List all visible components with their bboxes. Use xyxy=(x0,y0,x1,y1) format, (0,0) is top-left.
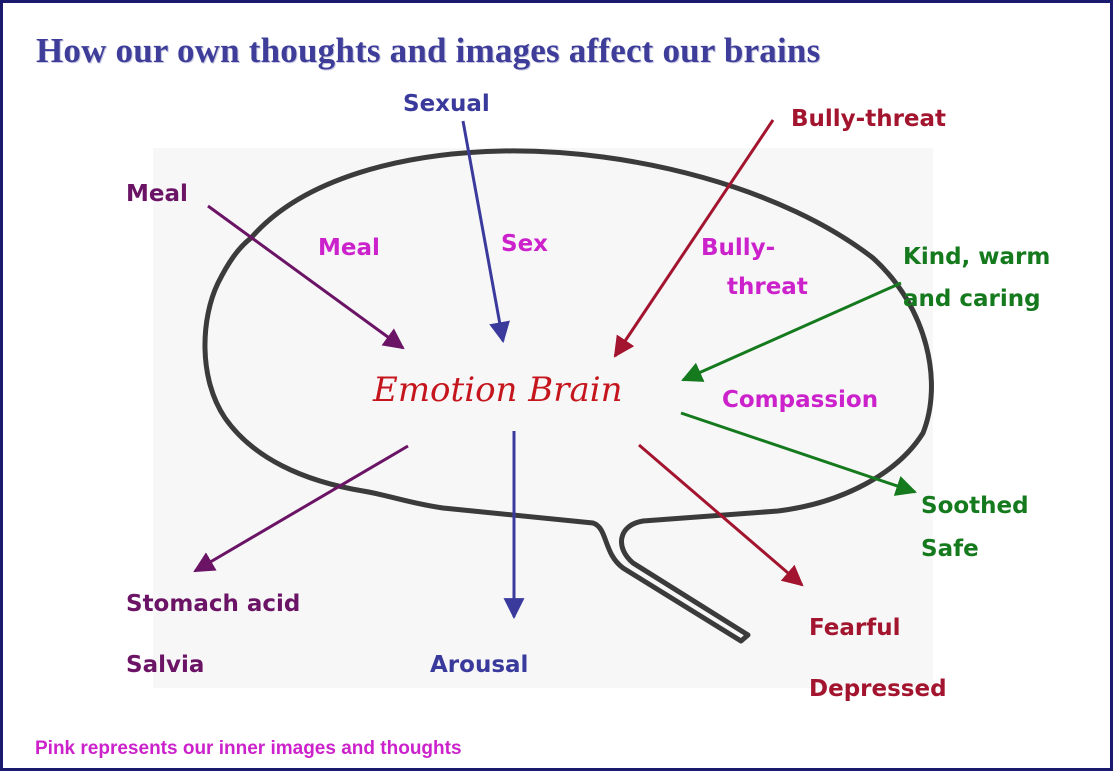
inner-meal: Meal xyxy=(318,235,380,261)
label-kind-line1: Kind, warm xyxy=(903,244,1050,270)
inner-compassion: Compassion xyxy=(722,387,878,413)
footnote: Pink represents our inner images and tho… xyxy=(35,738,462,760)
label-salvia: Salvia xyxy=(126,652,204,678)
label-stomach-acid: Stomach acid xyxy=(126,591,300,617)
label-kind-line2: and caring xyxy=(903,286,1041,312)
label-depressed: Depressed xyxy=(809,676,947,702)
label-soothed: Soothed xyxy=(921,493,1029,519)
label-meal-input: Meal xyxy=(126,181,188,207)
label-fearful: Fearful xyxy=(809,615,901,641)
inner-bully-line2: threat xyxy=(727,274,808,300)
label-arousal: Arousal xyxy=(430,652,528,678)
label-sexual: Sexual xyxy=(403,91,490,117)
inner-sex: Sex xyxy=(501,231,548,257)
inner-bully-line1: Bully- xyxy=(701,235,775,261)
label-bully-threat: Bully-threat xyxy=(791,106,946,132)
label-safe: Safe xyxy=(921,536,979,562)
emotion-brain-label: Emotion Brain xyxy=(373,370,623,410)
